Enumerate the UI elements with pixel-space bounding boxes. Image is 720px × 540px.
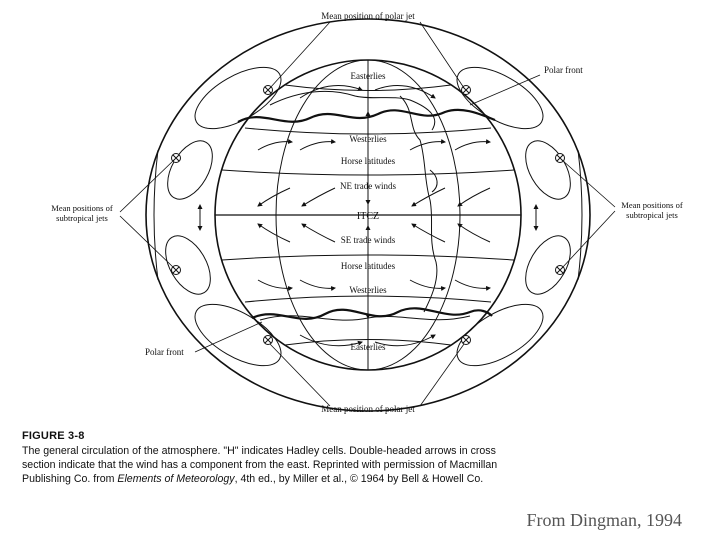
- jet-stream-waves: [237, 108, 496, 320]
- label-westerlies-south: Westerlies: [349, 285, 387, 295]
- label-polar-jet-bottom: Mean position of polar jet: [321, 404, 415, 414]
- polar-cells: [299, 85, 436, 347]
- label-subtropical-left-1: Mean positions of: [51, 203, 113, 213]
- figure-caption: FIGURE 3-8 The general circulation of th…: [22, 430, 522, 486]
- label-polar-jet-top: Mean position of polar jet: [321, 11, 415, 21]
- general-circulation-diagram: Mean position of polar jet Polar front M…: [51, 11, 683, 414]
- label-ne-trade-winds: NE trade winds: [340, 181, 396, 191]
- label-horse-latitudes-north: Horse latitudes: [341, 156, 396, 166]
- caption-book-title: Elements of Meteorology: [117, 473, 235, 485]
- diagram-labels: Mean position of polar jet Polar front M…: [51, 11, 683, 414]
- label-subtropical-left-2: subtropical jets: [56, 213, 108, 223]
- label-leader-lines: [119, 21, 616, 407]
- jet-marker-icon: [461, 335, 471, 345]
- figure-text: The general circulation of the atmospher…: [22, 444, 522, 486]
- jet-markers: [171, 85, 565, 345]
- label-subtropical-right-2: subtropical jets: [626, 210, 678, 220]
- label-se-trade-winds: SE trade winds: [341, 235, 396, 245]
- surface-wind-arrows: [257, 111, 491, 319]
- label-polar-front-right: Polar front: [544, 65, 583, 75]
- label-easterlies-south: Easterlies: [351, 342, 386, 352]
- outer-atmosphere-ring: [145, 18, 591, 412]
- source-credit: From Dingman, 1994: [526, 510, 683, 530]
- figure-title: FIGURE 3-8: [22, 430, 85, 442]
- label-horse-latitudes-south: Horse latitudes: [341, 261, 396, 271]
- jet-marker-icon: [263, 335, 273, 345]
- label-subtropical-right-1: Mean positions of: [621, 200, 683, 210]
- label-westerlies-north: Westerlies: [349, 134, 387, 144]
- caption-text-part-1: The general circulation of the atmospher…: [22, 445, 498, 485]
- label-polar-front-left: Polar front: [145, 347, 184, 357]
- label-easterlies-north: Easterlies: [351, 71, 386, 81]
- caption-text-part-2: , 4th ed., by Miller et al., © 1964 by B…: [234, 473, 484, 485]
- label-itcz: ITCZ: [357, 211, 379, 222]
